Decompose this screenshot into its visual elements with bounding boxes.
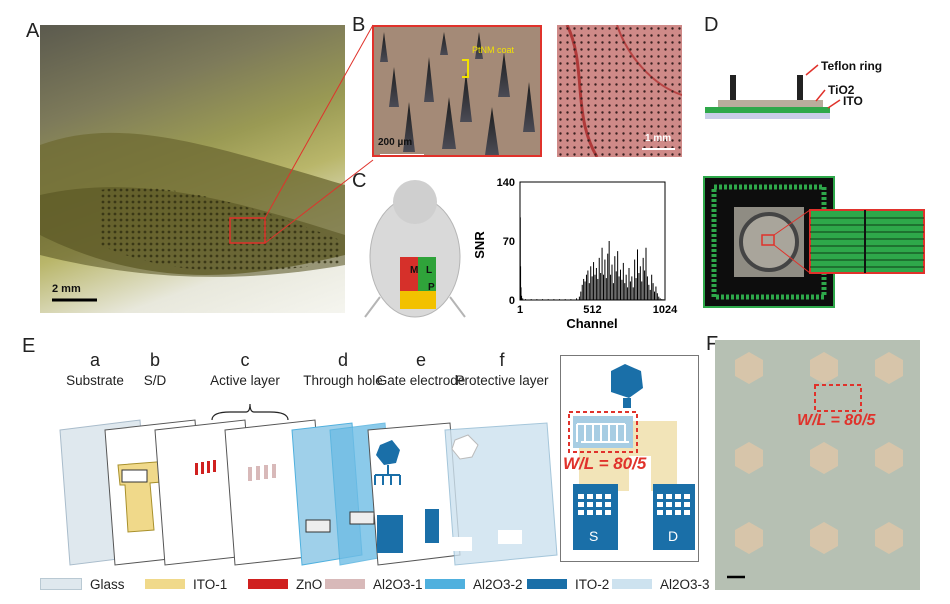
panel-a-photo: 2 mm bbox=[40, 25, 345, 313]
legend-label: ITO-2 bbox=[575, 576, 610, 592]
legend-label: Al2O3-1 bbox=[373, 576, 423, 592]
x-axis-label: Channel bbox=[566, 316, 617, 331]
x-tick-label: 1 bbox=[517, 304, 523, 316]
label-tio2: TiO2 bbox=[828, 83, 855, 97]
inset-source: S bbox=[589, 528, 599, 544]
col-text-c: Active layer bbox=[210, 373, 280, 388]
legend-swatch bbox=[248, 579, 288, 589]
region-p: P bbox=[428, 282, 435, 293]
label-teflon: Teflon ring bbox=[821, 59, 883, 73]
legend-label: ITO-1 bbox=[193, 576, 228, 592]
legend-item-ito2: ITO-2 bbox=[527, 575, 609, 593]
legend-item-al2o3-1: Al2O3-1 bbox=[325, 575, 423, 593]
tft-inset: W/L = 80/5 S D bbox=[560, 355, 699, 562]
legend-swatch bbox=[527, 579, 567, 589]
panel-label-b: B bbox=[352, 14, 366, 36]
zoom-box bbox=[229, 217, 266, 244]
legend-item-zno: ZnO bbox=[248, 575, 322, 593]
legend-item-glass: Glass bbox=[40, 575, 125, 593]
col-letter-a: a bbox=[89, 350, 100, 370]
col-letter-e: e bbox=[415, 350, 426, 370]
legend-label: Al2O3-3 bbox=[660, 576, 710, 592]
region-l: L bbox=[426, 265, 433, 276]
panel-label-a: A bbox=[26, 20, 40, 42]
col-text-b: S/D bbox=[143, 373, 167, 388]
legend-swatch bbox=[145, 579, 185, 589]
scale-text-b-left: 200 µm bbox=[378, 137, 413, 148]
col-text-a: Substrate bbox=[66, 373, 124, 388]
col-letter-c: c bbox=[240, 350, 250, 370]
brain-schematic bbox=[364, 180, 466, 318]
col-text-d: Through hole bbox=[303, 373, 383, 388]
col-letter-f: f bbox=[499, 350, 505, 370]
panel-label-e: E bbox=[22, 335, 36, 357]
col-letter-b: b bbox=[149, 350, 160, 370]
panel-f-ratio: W/L = 80/5 bbox=[797, 412, 876, 429]
ptnm-coat-label: PtNM coat bbox=[472, 45, 515, 55]
y-axis-label: SNR bbox=[472, 231, 487, 259]
scale-text-b-right: 1 mm bbox=[645, 133, 672, 144]
legend-swatch bbox=[612, 579, 652, 589]
chip-layout bbox=[703, 176, 925, 308]
panel-b-left-photo: PtNM coat 200 µm bbox=[372, 25, 542, 157]
inset-drain: D bbox=[668, 528, 679, 544]
snr-chart: 0 70 140 1 512 1024 SNR Channel bbox=[472, 177, 678, 331]
inset-ratio: W/L = 80/5 bbox=[563, 454, 647, 473]
legend-item-al2o3-3: Al2O3-3 bbox=[612, 575, 710, 593]
col-text-f: Protective layer bbox=[455, 373, 549, 388]
panel-f-photo: W/L = 80/5 bbox=[715, 340, 920, 590]
legend-swatch bbox=[425, 579, 465, 589]
legend-item-ito1: ITO-1 bbox=[145, 575, 227, 593]
panel-b-right-photo: 1 mm bbox=[557, 25, 682, 157]
col-text-e: Gate electrode bbox=[376, 373, 466, 388]
legend-label: Glass bbox=[90, 576, 125, 592]
legend-item-al2o3-2: Al2O3-2 bbox=[425, 575, 523, 593]
panel-label-d: D bbox=[704, 14, 719, 36]
x-tick-label: 1024 bbox=[653, 304, 678, 316]
legend-label: ZnO bbox=[296, 576, 323, 592]
label-ito: ITO bbox=[843, 94, 863, 108]
scale-text-a: 2 mm bbox=[52, 283, 81, 295]
y-tick-label: 0 bbox=[509, 295, 515, 307]
brace bbox=[211, 403, 289, 421]
region-m: M bbox=[410, 265, 419, 276]
legend-swatch bbox=[40, 578, 82, 590]
legend-swatch bbox=[325, 579, 365, 589]
layer-stack bbox=[59, 419, 558, 566]
x-tick-label: 512 bbox=[583, 304, 601, 316]
col-letter-d: d bbox=[337, 350, 348, 370]
device-crosssection bbox=[705, 64, 841, 119]
legend-label: Al2O3-2 bbox=[473, 576, 523, 592]
panel-label-c: C bbox=[352, 170, 367, 192]
y-tick-label: 140 bbox=[497, 177, 515, 189]
y-tick-label: 70 bbox=[503, 236, 515, 248]
